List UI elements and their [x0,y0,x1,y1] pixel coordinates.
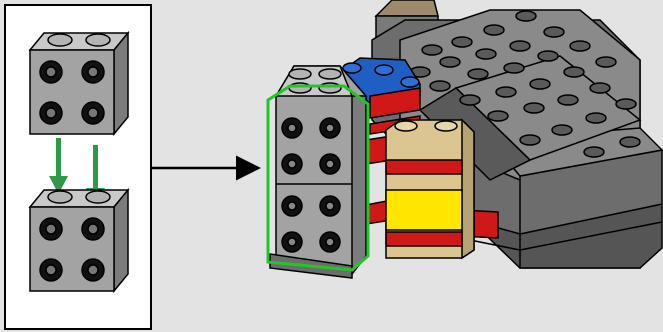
tan-yellow-brick [385,118,475,260]
model-assembly [266,0,663,279]
stacked-bricks-highlighted [269,65,367,279]
callout-brick-bottom [28,187,130,294]
highlight-outline [266,84,370,272]
callout-panel [4,4,152,330]
dark-gray-studs [409,10,641,158]
callout-brick-top [28,30,130,137]
